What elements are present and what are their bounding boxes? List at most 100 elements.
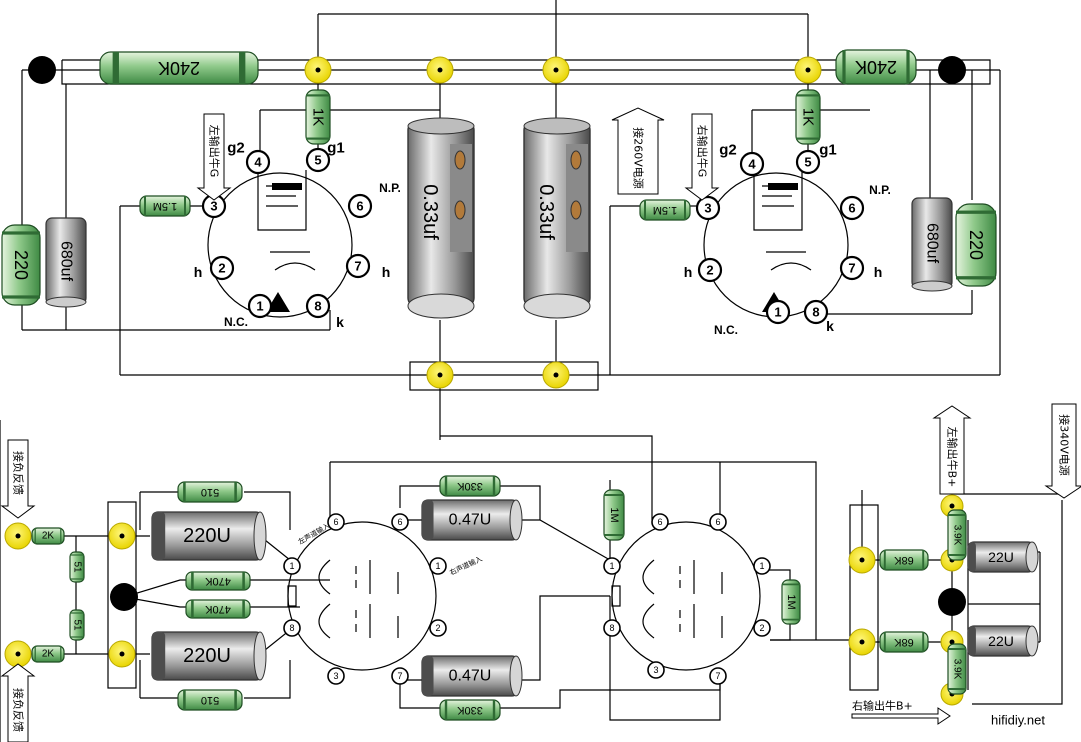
capacitor-220u-bottom-value: 220U — [183, 645, 231, 667]
capacitor-680uf-left: 680uf — [45, 217, 87, 308]
resistor-1k-right-band — [796, 94, 820, 97]
resistor-2k-bottom-band — [34, 646, 36, 662]
resistor-470k-bottom-body — [185, 599, 251, 619]
resistor-1m-top-band — [604, 534, 624, 536]
pin-label-k: k — [826, 318, 834, 334]
resistor-51-top-band — [70, 554, 84, 556]
left-driver-tube-socket — [287, 521, 437, 671]
capacitor-220u-top-stripe — [152, 512, 166, 560]
resistor-1m-right-value: 1M — [785, 594, 797, 609]
resistor-1-5m-right-body — [639, 199, 691, 221]
test-point-center — [949, 639, 955, 645]
pin-1-number: 1 — [435, 561, 440, 571]
resistor-470k-top-band — [191, 572, 194, 590]
resistor-330k-bottom-body — [439, 699, 501, 721]
capacitor-220u-top: 220U — [151, 511, 267, 561]
resistor-1-5m-right: 1.5M — [639, 199, 691, 221]
pin-2-ring — [753, 619, 771, 637]
pin-1-ring — [753, 557, 771, 575]
pin-7-number: 7 — [848, 261, 855, 276]
resistor-1-5m-left-band — [184, 196, 186, 216]
resistor-240k-left-band — [112, 52, 119, 84]
resistor-51-top-band — [70, 578, 84, 580]
pin-4-ring — [739, 151, 765, 177]
pin-label-np: N.P. — [379, 181, 401, 195]
annotation-neg-feedback-bottom: 接负反馈 — [0, 663, 36, 742]
capacitor-22u-top-end — [1025, 541, 1039, 573]
capacitor-047u-bottom: 0.47U — [421, 655, 523, 697]
resistor-3-9k-top-value: 3.9K — [952, 525, 963, 546]
junction-dot — [938, 588, 966, 616]
resistor-2k-top-band — [60, 528, 62, 544]
pin-1: 1 — [603, 557, 621, 575]
capacitor-033uf-left-value: 0.33uf — [419, 184, 441, 240]
resistor-2k-bottom-band — [60, 646, 62, 662]
pin-label-nc: N.C. — [224, 315, 248, 329]
capacitor-033uf-left-bottom — [407, 293, 475, 319]
pin-8-number: 8 — [314, 299, 321, 314]
left-output-tube-socket — [207, 170, 353, 318]
resistor-51-top: 51 — [69, 551, 85, 583]
annotation-b340-text: 接340V电源 — [1058, 414, 1072, 476]
resistor-1k-right-value: 1K — [800, 108, 817, 126]
resistor-470k-top: 470K — [185, 571, 251, 591]
pin-6-number: 6 — [356, 199, 363, 214]
capacitor-680uf-left-value: 680uf — [58, 241, 75, 282]
resistor-68k-top-value: 68K — [894, 554, 914, 566]
resistor-510-bottom-band — [234, 690, 237, 710]
pin-6: 6 — [347, 193, 373, 219]
resistor-220-left-value: 220 — [11, 250, 31, 280]
resistor-51-bottom-band — [70, 612, 84, 614]
capacitor-220u-bottom: 220U — [151, 631, 267, 681]
pin-2: 2 — [753, 619, 771, 637]
pin-8-number: 8 — [812, 305, 819, 320]
resistor-3-9k-top-body — [947, 509, 967, 561]
pin-6-ring — [839, 195, 865, 221]
pin-3: 3 — [695, 195, 721, 221]
pin-1-number: 1 — [289, 561, 294, 571]
resistor-1m-right: 1M — [781, 579, 801, 625]
resistor-470k-bottom-value: 470K — [204, 603, 230, 615]
pin-1-ring — [283, 557, 301, 575]
annotation-b260-text: 接260V电源 — [632, 127, 646, 189]
junction-dot — [110, 583, 138, 611]
resistor-1k-right: 1K — [795, 89, 821, 145]
resistor-330k-top-value: 330K — [456, 480, 482, 492]
pin-2-number: 2 — [435, 623, 440, 633]
resistor-3-9k-bottom-value: 3.9K — [952, 659, 963, 680]
resistor-220-left-band — [2, 231, 40, 235]
pin-label-g1: g1 — [819, 142, 837, 159]
resistor-240k-right-band — [906, 50, 910, 84]
annotation-right-output-bplus: 右输出牛B+ — [852, 699, 913, 713]
pin-6: 6 — [327, 513, 345, 531]
pin-label-g2: g2 — [719, 142, 737, 159]
test-point-center — [859, 557, 865, 563]
capacitor-047u-bottom-stripe — [422, 656, 434, 696]
annotation-right-output-bplus-arrow — [851, 707, 951, 725]
resistor-68k-bottom-body — [879, 631, 929, 653]
pin-6-number: 6 — [657, 517, 662, 527]
junction-dot — [28, 56, 56, 84]
pin-3-number: 3 — [653, 665, 658, 675]
capacitor-033uf-right-bottom — [523, 293, 591, 319]
resistor-51-bottom-band — [70, 636, 84, 638]
annotation-neg-feedback-top-text: 接负反馈 — [12, 451, 26, 495]
resistor-1k-right-body — [795, 89, 821, 145]
pin-8: 8 — [603, 619, 621, 637]
resistor-330k-bottom-band — [444, 700, 448, 720]
capacitor-033uf-right-value: 0.33uf — [535, 184, 557, 240]
resistor-220-right-band — [956, 276, 996, 280]
annotation-right-output-g: 右输出牛G — [684, 113, 720, 201]
resistor-2k-bottom-value: 2K — [42, 649, 55, 660]
right-output-tube-socket — [703, 170, 849, 318]
resistor-68k-top-body — [879, 549, 929, 571]
resistor-3-9k-top-band — [948, 554, 966, 556]
capacitor-033uf-right-top — [523, 117, 591, 135]
annotation-left-output-bplus-text: 左输出牛B+ — [946, 427, 960, 488]
resistor-68k-top-band — [922, 550, 925, 570]
resistor-510-top-body — [177, 481, 243, 503]
pin-2: 2 — [209, 255, 235, 281]
junction-dot — [938, 56, 966, 84]
pin-1: 1 — [283, 557, 301, 575]
pin-2: 2 — [697, 257, 723, 283]
